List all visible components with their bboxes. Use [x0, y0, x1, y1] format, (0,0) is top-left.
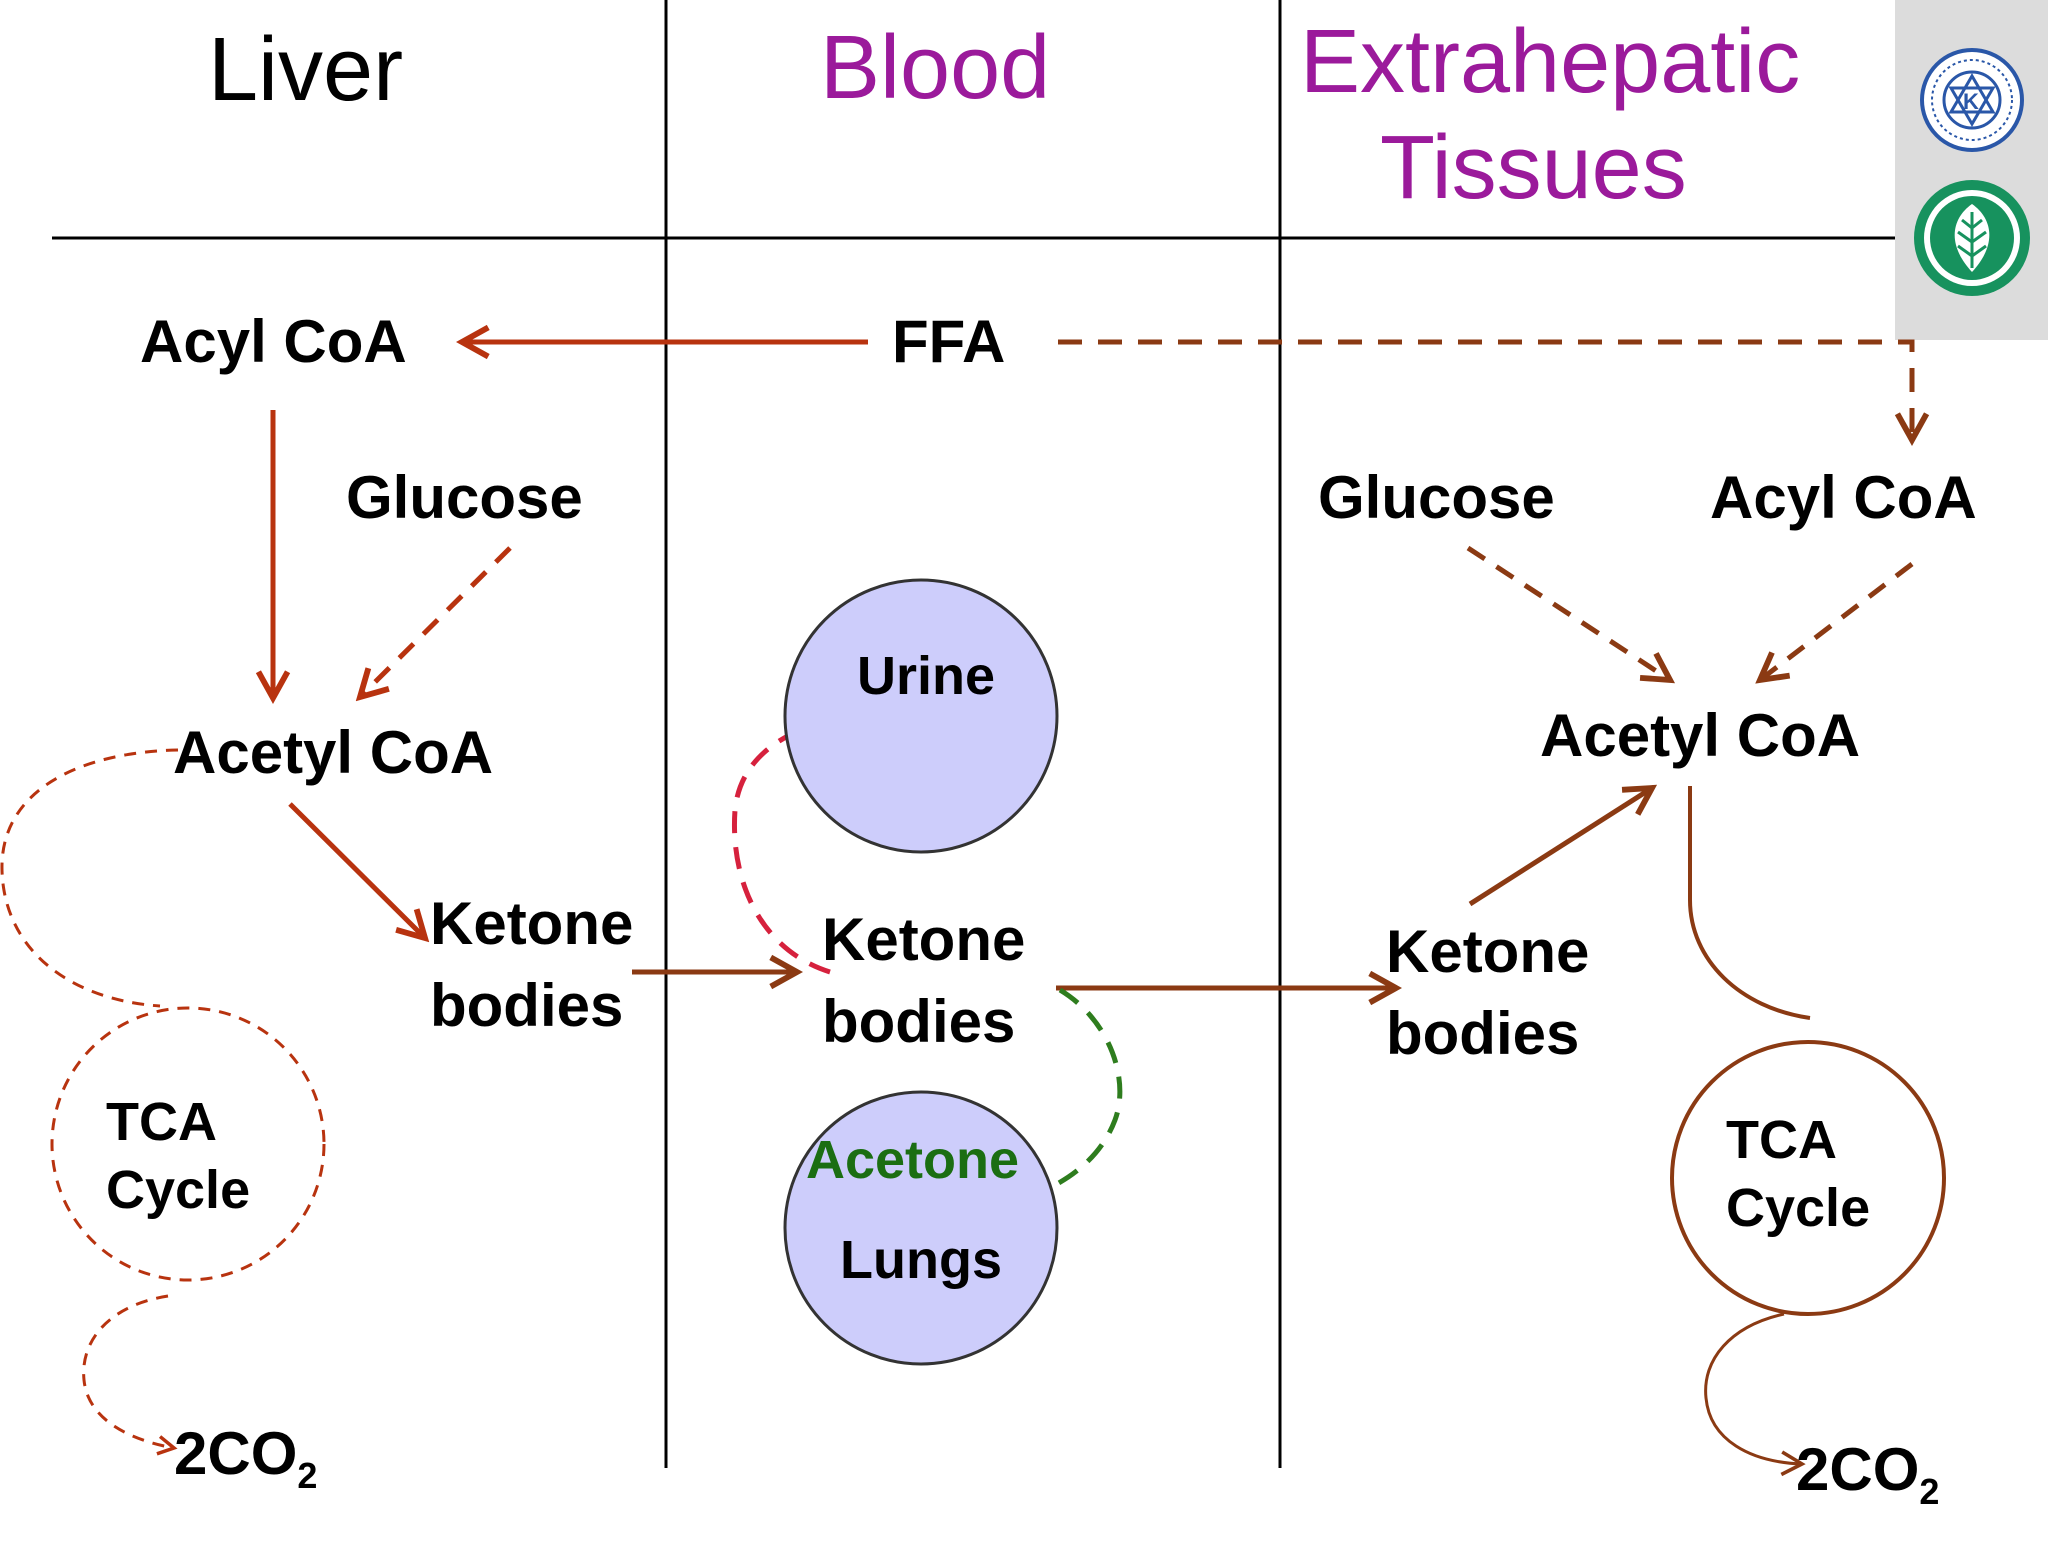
arrow-liver-acetyl-to-ketone	[288, 802, 425, 938]
acetone-label: Acetone	[806, 1130, 1019, 1190]
lungs-compartment	[783, 1090, 1059, 1366]
blood-ffa-label: FFA	[892, 308, 1005, 375]
leaf-emblem-icon	[1914, 180, 2030, 296]
extra-tca-cycle-circle	[1670, 1040, 1946, 1316]
liver-tca-label-line2: Cycle	[106, 1160, 250, 1220]
extra-tca-to-co2-path	[1704, 1312, 1806, 1477]
extra-acetyl-to-tca-path	[1688, 786, 1811, 1020]
extra-acyl-coa-label: Acyl CoA	[1710, 464, 1977, 531]
liver-acyl-coa-label: Acyl CoA	[140, 308, 407, 375]
arrow-extra-glucose-to-acetyl	[1466, 545, 1670, 680]
liver-tca-label-line1: TCA	[106, 1092, 217, 1152]
svg-text:K: K	[1963, 89, 1979, 114]
column-header-extrahepatic-line2: Tissues	[1380, 118, 1687, 218]
extra-glucose-label: Glucose	[1318, 464, 1555, 531]
liver-ketone-label-line1: Ketone	[430, 890, 633, 957]
blood-ketone-label-line2: bodies	[822, 988, 1015, 1055]
extra-ketone-label-line2: bodies	[1386, 1000, 1579, 1067]
arrow-extra-acyl-to-acetyl	[1760, 562, 1914, 680]
liver-ketone-label-line2: bodies	[430, 972, 623, 1039]
arrow-ffa-to-extra-acyl-coa	[1058, 339, 1912, 440]
liver-tca-cycle-circle	[50, 1006, 326, 1282]
extra-co2-label: 2CO2	[1796, 1436, 1939, 1512]
arrow-extra-ketone-to-acetyl	[1468, 788, 1652, 907]
extra-acetyl-coa-label: Acetyl CoA	[1540, 702, 1860, 769]
extra-ketone-label-line1: Ketone	[1386, 918, 1589, 985]
column-header-liver: Liver	[208, 20, 403, 120]
lungs-label: Lungs	[840, 1230, 1002, 1290]
extra-tca-label-line2: Cycle	[1726, 1178, 1870, 1238]
liver-glucose-label: Glucose	[346, 464, 583, 531]
urine-compartment	[783, 578, 1059, 854]
liver-acetyl-coa-label: Acetyl CoA	[173, 719, 493, 786]
column-header-extrahepatic-line1: Extrahepatic	[1300, 12, 1800, 112]
logo-panel: K	[1895, 0, 2048, 340]
column-header-blood: Blood	[820, 18, 1050, 118]
university-seal-icon: K	[1920, 48, 2024, 152]
liver-tca-to-co2-dashed-path	[82, 1294, 174, 1448]
blood-ketone-label-line1: Ketone	[822, 906, 1025, 973]
liver-co2-label: 2CO2	[174, 1420, 317, 1496]
urine-label: Urine	[857, 646, 995, 706]
liver-acetyl-to-tca-dashed-path	[0, 748, 179, 1008]
extra-tca-label-line1: TCA	[1726, 1110, 1837, 1170]
arrow-liver-glucose-to-acetyl	[360, 546, 512, 697]
